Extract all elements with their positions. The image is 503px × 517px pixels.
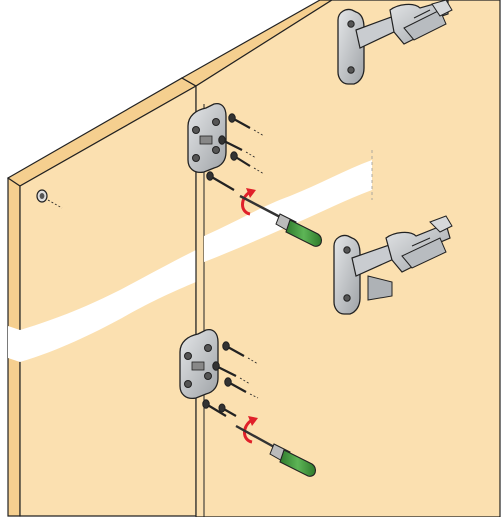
door-highlight — [204, 160, 372, 262]
hole-guide-line — [47, 199, 63, 209]
left-panel — [6, 77, 198, 517]
screw-icon — [222, 341, 259, 365]
screw-icon — [218, 135, 257, 159]
upper-mounting-plate — [187, 102, 227, 174]
screwdriver-icon — [239, 194, 323, 247]
left-panel-edge-highlight — [8, 326, 20, 362]
screw-icon — [212, 361, 251, 385]
lower-screws — [202, 341, 259, 417]
screw-icon — [218, 403, 237, 417]
upper-cup-hinge — [337, 0, 453, 85]
screwdriver-icon — [235, 424, 317, 477]
lower-cup-hinge — [333, 215, 453, 315]
screw-icon — [206, 171, 235, 191]
rotation-arrow-icon — [241, 188, 256, 216]
cup-hinge-icon — [337, 8, 365, 85]
screw-icon — [202, 399, 227, 417]
screw-icon — [224, 377, 259, 399]
door-top-edge — [180, 0, 334, 87]
rotation-arrow-icon — [243, 416, 258, 444]
left-panel-highlight — [20, 250, 196, 362]
screw-icon — [228, 113, 265, 137]
upper-screws — [206, 113, 265, 191]
lower-mounting-plate — [179, 328, 219, 400]
cup-hinge-icon — [333, 234, 361, 315]
screw-icon — [230, 151, 265, 175]
